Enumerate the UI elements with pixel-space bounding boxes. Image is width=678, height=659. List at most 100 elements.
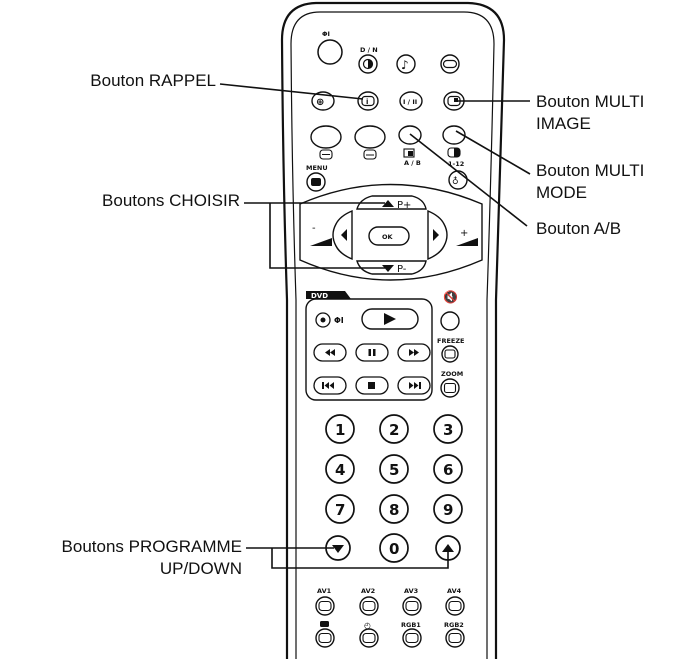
number-pad: 1 2 3 4 5 6 7 8 9 0 — [325, 414, 463, 563]
callout-choisir-text: Boutons CHOISIR — [102, 191, 240, 210]
digit-4-button[interactable] — [325, 454, 355, 484]
digit-3-label: 3 — [443, 421, 453, 439]
multi-mode-button[interactable] — [442, 125, 466, 145]
remote-body-inner — [290, 11, 495, 659]
right-arrow-icon — [433, 229, 439, 241]
av1-icon — [318, 600, 332, 612]
digit-8-button[interactable] — [379, 494, 409, 524]
count-label: 1-12 — [448, 160, 464, 168]
rgb2-label: RGB2 — [444, 621, 464, 629]
dvd-label: DVD — [311, 292, 328, 300]
digit-5-label: 5 — [389, 461, 399, 479]
program-up-icon — [442, 544, 454, 552]
power-button[interactable] — [317, 39, 343, 65]
music-note-icon: ♪ — [401, 58, 409, 72]
zoom-icon — [443, 382, 457, 394]
teletext-button[interactable] — [310, 125, 342, 149]
dn-label: D / N — [360, 46, 378, 54]
dvd-tab — [306, 291, 351, 299]
ab-leader — [409, 133, 528, 227]
program-down-icon — [332, 545, 344, 553]
ok-label: OK — [382, 233, 394, 241]
p-minus-label: P- — [397, 264, 407, 275]
i-ii-button[interactable] — [399, 91, 423, 111]
left-arrow-icon — [341, 229, 347, 241]
teletext-small-icon — [320, 621, 329, 627]
digit-0-button[interactable] — [379, 533, 409, 563]
play-icon — [384, 313, 396, 325]
callout-multi-image-line2: IMAGE — [536, 114, 591, 133]
digit-4-label: 4 — [335, 461, 345, 479]
digit-2-button[interactable] — [379, 414, 409, 444]
digit-3-button[interactable] — [433, 414, 463, 444]
digit-9-button[interactable] — [433, 494, 463, 524]
callout-choisir: Boutons CHOISIR — [44, 190, 240, 212]
choisir-bracket — [269, 203, 385, 269]
digit-2-label: 2 — [389, 421, 399, 439]
digit-6-label: 6 — [443, 461, 453, 479]
stop-icon — [368, 382, 375, 389]
digit-6-button[interactable] — [433, 454, 463, 484]
sound-button[interactable] — [396, 54, 416, 74]
vol-minus-wedge-icon — [310, 238, 332, 246]
callout-ab-text: Bouton A/B — [536, 219, 622, 238]
tv-small-icon — [318, 632, 332, 644]
prev-icon — [322, 382, 334, 389]
callout-multi-image-line1: Bouton MULTI — [536, 92, 645, 111]
callout-multi-mode: Bouton MULTI MODE — [536, 160, 644, 204]
av4-icon — [448, 600, 462, 612]
digit-9-label: 9 — [443, 501, 453, 519]
vol-plus-wedge-icon — [456, 238, 478, 246]
mute-icon: 🔇 — [443, 290, 458, 304]
rewind-icon — [325, 349, 335, 356]
ab-label: A / B — [404, 159, 421, 167]
digit-0-label: 0 — [389, 540, 399, 558]
dvd-power-label: ΦI — [334, 316, 344, 325]
callout-multi-mode-line1: Bouton MULTI — [536, 161, 645, 180]
dvd-pause-button[interactable] — [355, 343, 389, 362]
av4-label: AV4 — [447, 587, 462, 595]
clock-screen-icon — [362, 632, 376, 644]
av3-label: AV3 — [404, 587, 418, 595]
digit-8-label: 8 — [389, 501, 399, 519]
callout-ab: Bouton A/B — [536, 218, 621, 240]
input-button[interactable] — [311, 91, 335, 111]
p-plus-label: P+ — [397, 200, 411, 211]
av2-icon — [362, 600, 376, 612]
rappel-leader — [219, 83, 364, 100]
svg-text:i: i — [366, 98, 368, 106]
ok-button[interactable] — [368, 226, 410, 246]
count-icon: ♁ — [452, 176, 459, 187]
callout-programme: Boutons PROGRAMME UP/DOWN — [4, 536, 242, 580]
vol-plus-label: + — [460, 228, 468, 239]
menu-label: MENU — [306, 164, 328, 172]
leader-lines — [219, 83, 531, 569]
menu-icon — [311, 178, 321, 186]
programme-bracket — [271, 548, 449, 569]
av3-icon — [405, 600, 419, 612]
callout-multi-mode-line2: MODE — [536, 183, 587, 202]
zoom-label: ZOOM — [441, 370, 463, 378]
callout-rappel-text: Bouton RAPPEL — [90, 71, 216, 90]
next-icon — [409, 382, 421, 389]
callout-programme-line1: Boutons PROGRAMME — [61, 537, 242, 556]
av2-label: AV2 — [361, 587, 375, 595]
digit-5-button[interactable] — [379, 454, 409, 484]
callout-rappel: Bouton RAPPEL — [54, 70, 216, 92]
mute-button[interactable] — [440, 311, 460, 331]
freeze-label: FREEZE — [437, 337, 464, 345]
tv-button[interactable] — [354, 125, 386, 149]
rgb2-icon — [448, 632, 462, 644]
p-plus-arrow-icon — [382, 200, 394, 207]
rappel-icon — [361, 95, 375, 107]
freeze-icon — [444, 349, 456, 359]
remote-body-outer — [280, 1, 506, 659]
surround-icon — [442, 59, 458, 69]
digit-1-button[interactable] — [325, 414, 355, 444]
digit-7-button[interactable] — [325, 494, 355, 524]
forward-icon — [409, 349, 419, 356]
multi-mode-leader — [455, 130, 531, 175]
callout-programme-line2: UP/DOWN — [159, 559, 242, 578]
nav-ring — [299, 183, 483, 281]
